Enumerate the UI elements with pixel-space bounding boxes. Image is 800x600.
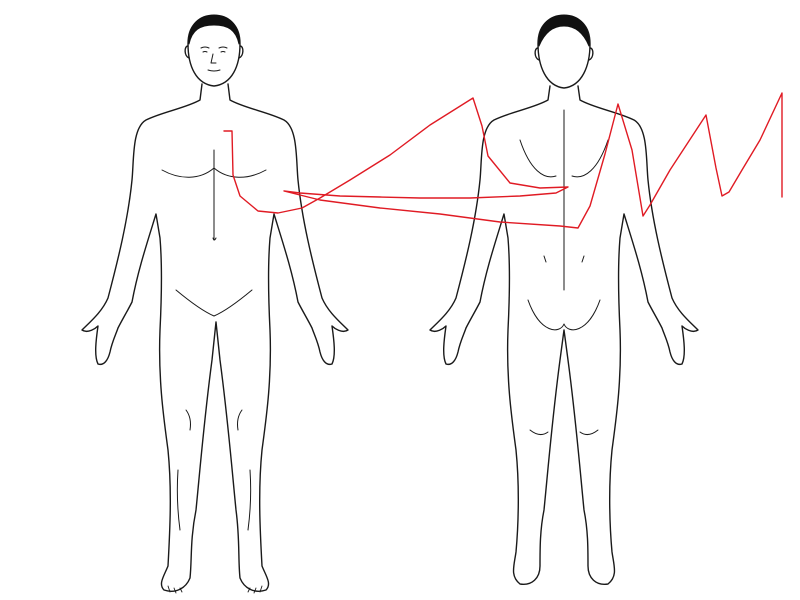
- front-hair: [188, 14, 240, 45]
- back-torso-details: [519, 109, 609, 436]
- front-body-outline: [81, 83, 349, 592]
- front-torso-details: [161, 149, 267, 531]
- annotation-stroke[interactable]: [223, 92, 783, 229]
- back-hair: [538, 14, 590, 47]
- back-body-outline: [429, 85, 699, 585]
- front-face: [200, 46, 228, 72]
- front-body-figure: [81, 14, 349, 594]
- back-body-figure: [429, 14, 699, 585]
